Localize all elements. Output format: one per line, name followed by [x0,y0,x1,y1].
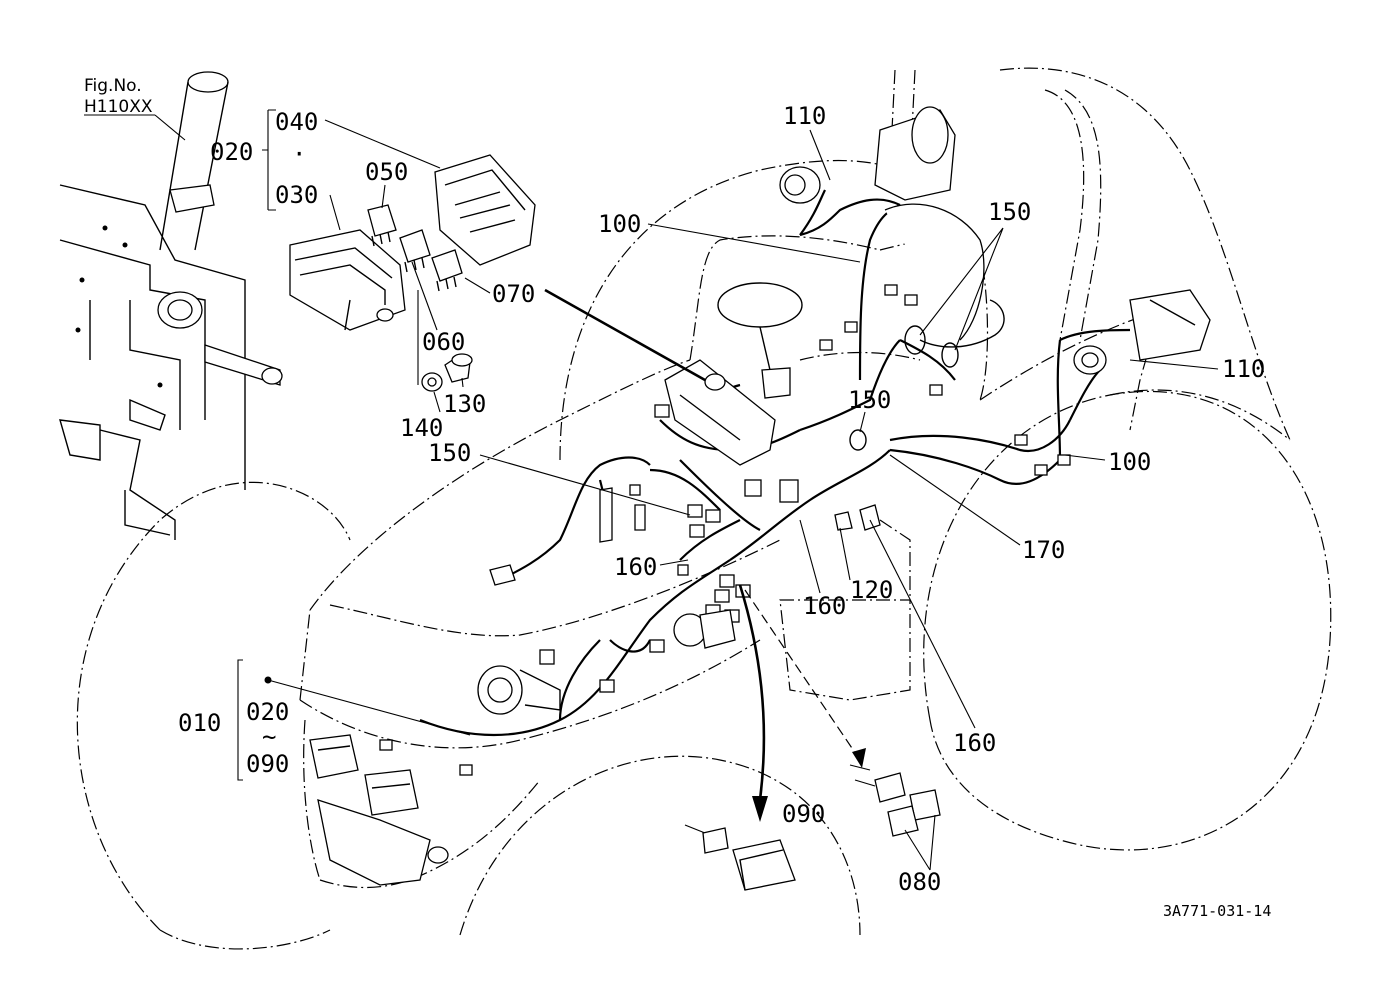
callout-160-right: 160 [953,729,996,757]
callout-020-bottom: 020 [246,698,289,726]
callout-110-top: 110 [783,102,826,130]
callout-140: 140 [400,414,443,442]
callout-170: 170 [1022,536,1065,564]
callout-100-right: 100 [1108,448,1151,476]
callout-150-left: 150 [428,439,471,467]
callout-100-top: 100 [598,210,641,238]
callout-150-top: 150 [988,198,1031,226]
callout-070: 070 [492,280,535,308]
callout-010: 010 [178,709,221,737]
callout-050: 050 [365,158,408,186]
callout-040-dot: · [292,140,306,168]
drawing-number: 3A771-031-14 [1163,902,1271,920]
loader-bracket [59,71,283,540]
callout-160-left: 160 [614,553,657,581]
callout-110-right: 110 [1222,355,1265,383]
callout-060: 060 [422,328,465,356]
loose-parts [684,764,941,891]
callout-020-top: 020 [210,138,253,166]
leader-lines [84,109,1219,871]
callout-130: 130 [443,390,486,418]
fig-no-value: H110XX [84,97,153,117]
callout-160-mid: 160 [803,592,846,620]
fuse-box-parts [289,154,536,392]
callout-030: 030 [275,181,318,209]
tractor-outline [76,67,1332,950]
callout-080: 080 [898,868,941,896]
wiring-harness [309,106,1211,886]
callout-150-mid: 150 [848,386,891,414]
callout-090-left: 090 [246,750,289,778]
callout-labels: Fig.No. H110XX 020 040 · 030 050 070 060… [84,76,1271,920]
callout-090-bottom: 090 [782,800,825,828]
callout-120: 120 [850,576,893,604]
fig-no-label: Fig.No. [84,76,142,96]
callout-040: 040 [275,108,318,136]
callout-tilde: ~ [262,723,276,751]
